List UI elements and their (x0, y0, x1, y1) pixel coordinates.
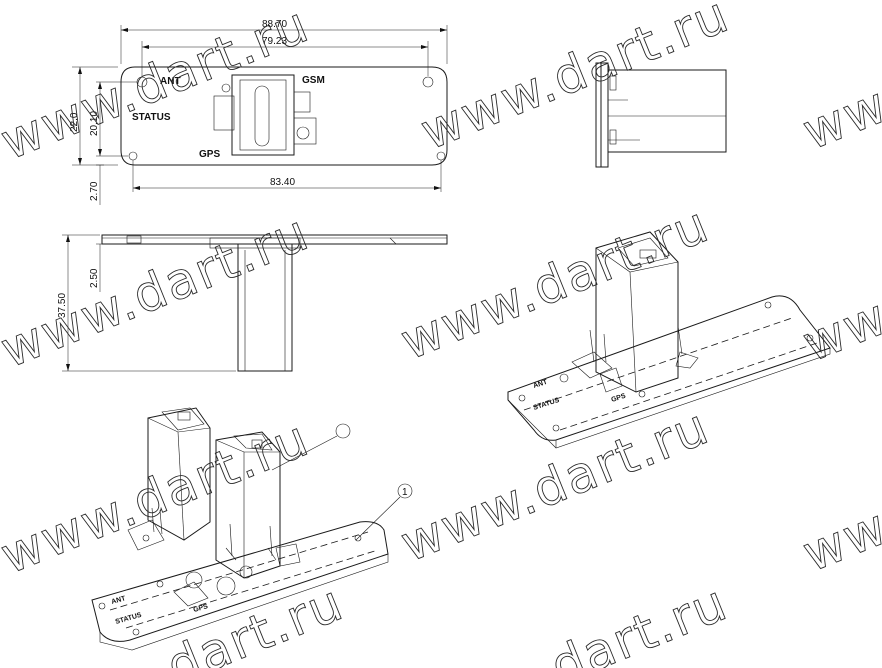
watermark: www.dart.ru (0, 0, 317, 171)
dim-hole-spacing: 79.23 (262, 36, 287, 47)
iso-label-ant: ANT (532, 379, 549, 390)
dim-hole-v1: 20.10 (89, 111, 100, 136)
watermark: www.dart.ru (393, 397, 718, 573)
top-view: ANT GSM STATUS GPS 88.70 79.23 83.40 22.… (69, 19, 448, 205)
dim-overall-width: 88.70 (262, 19, 287, 30)
watermark-bottom: dart.ru (543, 573, 736, 668)
label-gps: GPS (199, 149, 220, 160)
dim-hole-v2: 22.0 (69, 112, 80, 132)
exploded-label-gps: GPS (193, 603, 209, 614)
dim-plate-thickness: 2.50 (89, 268, 100, 288)
isometric-view-right: ANT STATUS GPS (507, 231, 831, 449)
watermark: www.dart.ru (795, 0, 882, 161)
mount-hole (422, 76, 434, 88)
dim-base-length: 83.40 (270, 177, 295, 188)
callout-bubble-2 (335, 423, 351, 439)
mount-hole (128, 151, 138, 161)
label-gsm: GSM (302, 75, 325, 86)
dim-total-height: 37.50 (57, 293, 68, 318)
front-view: 37.50 2.50 (57, 234, 448, 372)
watermark: www.dart.ru (0, 409, 317, 585)
watermark: www.dart.ru (0, 203, 317, 379)
label-status: STATUS (132, 112, 171, 123)
label-ant: ANT (160, 76, 181, 87)
callout-number: 1 (402, 487, 408, 498)
iso-label-gps: GPS (610, 393, 627, 404)
exploded-view: ANT STATUS GPS 1 (91, 407, 413, 651)
callout-bubble (397, 483, 413, 499)
exploded-label-ant: ANT (111, 595, 127, 606)
watermark: www.dart.ru (795, 197, 882, 373)
watermark: www.dart.ru (393, 195, 718, 371)
watermark: www.dart.ru (795, 407, 882, 583)
watermark: www.dart.ru (413, 0, 738, 161)
side-view (595, 62, 727, 168)
dim-edge-offset: 2.70 (89, 181, 100, 201)
iso-label-status: STATUS (532, 397, 560, 412)
